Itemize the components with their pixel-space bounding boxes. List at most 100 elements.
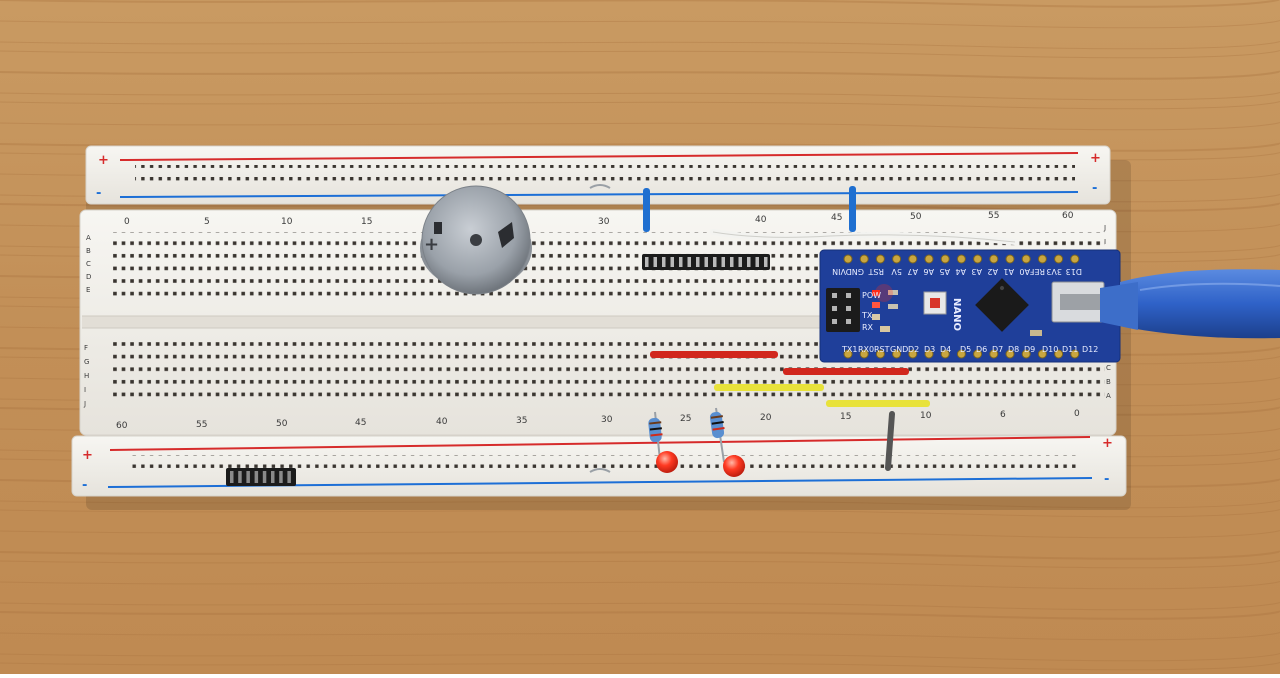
- nano-pin-label: VIN: [832, 267, 846, 276]
- power-led: [872, 290, 880, 296]
- icsp-pin: [846, 293, 851, 298]
- col-label-bottom: 55: [196, 420, 207, 430]
- wood-grain-line: [0, 602, 1280, 611]
- row-label: J: [83, 400, 86, 408]
- header-pin: [738, 257, 742, 267]
- nano-pin-label: D7: [992, 345, 1003, 354]
- wood-grain-line: [0, 550, 1280, 560]
- header-pin: [679, 257, 683, 267]
- header-pin: [287, 471, 291, 483]
- nano-pin-label: D8: [1008, 345, 1019, 354]
- led-label: POW: [862, 291, 881, 300]
- rail-plus-left: +: [98, 153, 109, 168]
- row-label: J: [1103, 224, 1106, 232]
- col-label-top: 60: [1062, 211, 1074, 221]
- nano-bottom-pin-labels: TX1 RX0 RST GND D2 D3 D4 D5 D6 D7 D8 D9 …: [841, 345, 1098, 354]
- nano-pin: [1021, 349, 1031, 359]
- icsp-header: [826, 288, 860, 332]
- led-label: RX: [862, 323, 874, 332]
- red-led: [723, 455, 745, 477]
- nano-pin: [1005, 349, 1015, 359]
- wood-grain-line: [0, 653, 1280, 662]
- nano-pin-label: REF: [1029, 267, 1045, 276]
- wood-grain-line: [0, 530, 1280, 539]
- rail-plus-right: +: [1102, 436, 1113, 451]
- led-label: TX: [861, 311, 873, 320]
- header-pin: [764, 257, 768, 267]
- rail-red-line: [109, 436, 1091, 451]
- rail-red-line: [119, 152, 1079, 161]
- nano-pin: [924, 349, 934, 359]
- header-pin: [262, 471, 267, 483]
- nano-pin: [1037, 349, 1047, 359]
- nano-pin: [940, 349, 950, 359]
- header-pin: [254, 471, 259, 483]
- header-pin: [246, 471, 250, 483]
- col-label-bottom: 25: [680, 414, 691, 424]
- col-label-bottom: 20: [760, 413, 772, 423]
- resistor: [709, 407, 725, 463]
- col-label-bottom: 10: [920, 411, 932, 421]
- col-label-top: 15: [361, 217, 372, 227]
- nano-pin: [1054, 254, 1064, 264]
- col-label-bottom: 6: [1000, 410, 1006, 420]
- rail-jumper-bottom: [589, 468, 611, 473]
- nano-pin: [892, 254, 902, 264]
- nano-pin-label: D2: [908, 345, 919, 354]
- tx-led: [872, 302, 880, 308]
- rail-minus-right: -: [1092, 181, 1097, 196]
- col-label-bottom: 15: [840, 412, 851, 422]
- nano-pin-label: RST: [874, 345, 890, 354]
- col-label-bottom: 30: [601, 415, 613, 425]
- wood-grain-line: [0, 20, 1280, 29]
- nano-pin: [908, 349, 918, 359]
- header-pin: [704, 257, 708, 267]
- nano-top-pin-labels: D13 3V3 REF A0 A1 A2 A3 A4 A5 A6 A7 5V R…: [832, 267, 1082, 276]
- rail-plus-left: +: [82, 448, 93, 463]
- buzzer-pin: [498, 222, 514, 248]
- nano-pin-label: RX0: [858, 345, 874, 354]
- rail-minus-left: -: [82, 478, 87, 493]
- nano-pin: [892, 349, 902, 359]
- wood-grain-line: [0, 581, 1280, 590]
- reset-button-cap: [930, 298, 940, 308]
- nano-pin-label: 5V: [891, 267, 902, 276]
- nano-pin-label: A7: [907, 267, 918, 276]
- buzzer-pin: [434, 222, 442, 234]
- row-label: G: [84, 358, 89, 366]
- header-pin: [747, 257, 751, 267]
- nano-pin-label: D13: [1066, 267, 1082, 276]
- rail-holes: [135, 165, 1075, 187]
- nano-pin-label: D9: [1024, 345, 1035, 354]
- nano-pin-label: D11: [1062, 345, 1078, 354]
- header-pin: [645, 257, 649, 267]
- col-label-bottom: 0: [1074, 409, 1080, 419]
- left-row-labels: A B C D E F G H I J: [83, 234, 91, 408]
- col-label-bottom: 60: [116, 421, 128, 431]
- row-label: A: [86, 234, 91, 242]
- bottom-power-rail: + + - -: [71, 435, 1127, 497]
- col-label-top: 0: [124, 217, 130, 227]
- icsp-pin: [846, 306, 851, 311]
- icsp-pin: [846, 319, 851, 324]
- nano-pin: [1070, 349, 1080, 359]
- rail-plus-right: +: [1090, 151, 1101, 166]
- nano-pin: [1054, 349, 1064, 359]
- col-label-bottom: 50: [276, 419, 288, 429]
- gray-jumper-wire: [885, 411, 895, 471]
- arduino-nano: D13 3V3 REF A0 A1 A2 A3 A4 A5 A6 A7 5V R…: [819, 249, 1121, 363]
- col-label-bottom: 35: [516, 416, 527, 426]
- row-label: C: [1106, 364, 1111, 372]
- header-pin: [271, 471, 275, 483]
- nano-pin-label: D10: [1042, 345, 1058, 354]
- row-label: H: [84, 372, 89, 380]
- row-label: D: [86, 273, 91, 281]
- row-label: E: [86, 286, 90, 294]
- bottom-column-labels: 60 55 50 45 40 35 30 25 20 15 10 6 0: [116, 409, 1080, 431]
- nano-pin: [908, 254, 918, 264]
- row-label: C: [86, 260, 91, 268]
- small-pin-header: [226, 468, 296, 486]
- wood-grain-line: [0, 560, 1280, 569]
- wood-grain-line: [0, 122, 1280, 131]
- nano-pin: [875, 254, 885, 264]
